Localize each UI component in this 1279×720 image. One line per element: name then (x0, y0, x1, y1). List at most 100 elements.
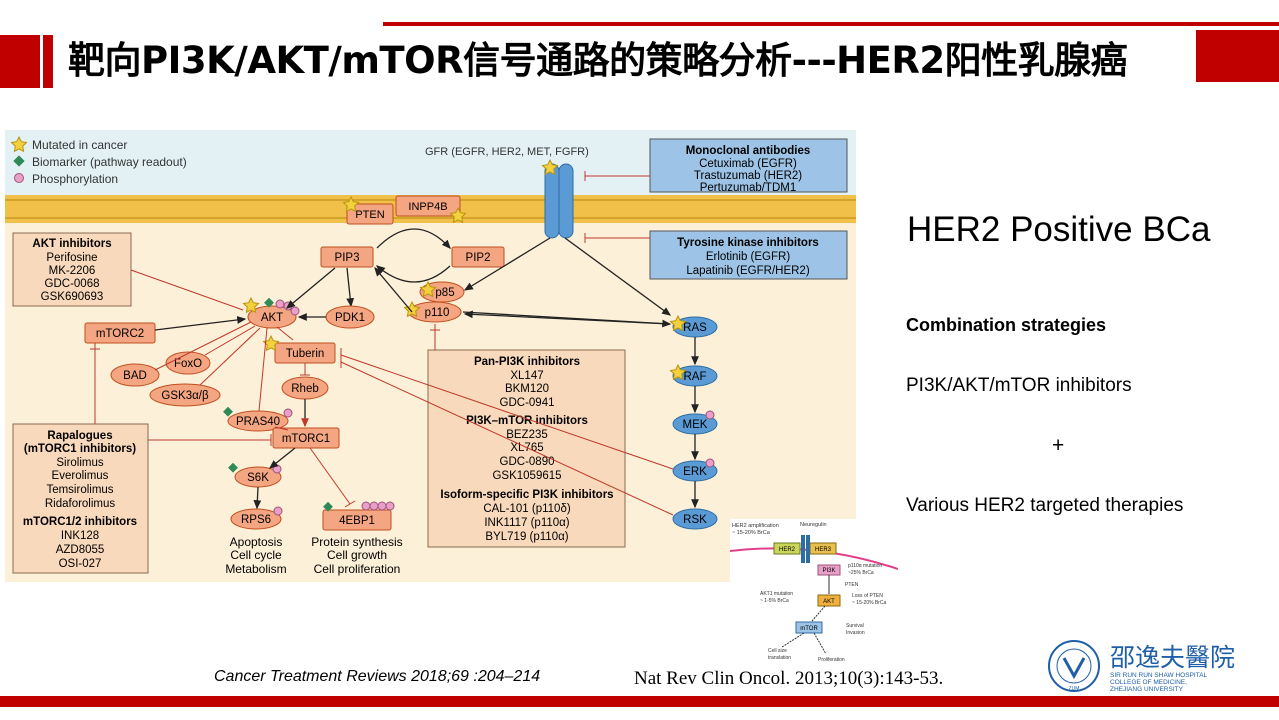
receptor-icon (541, 158, 574, 239)
node-ras-label: RAS (683, 322, 707, 334)
inset-text: PI3K (822, 568, 835, 574)
pi3k-mtor-title: PI3K–mTOR inhibitors (466, 415, 588, 427)
star-icon (10, 135, 28, 153)
logo-english-1: SIR RUN RUN SHAW HOSPITAL (1110, 672, 1208, 679)
star-icon (419, 280, 437, 298)
node-akt (247, 305, 297, 329)
isoform-item: INK1117 (p110α) (484, 517, 569, 529)
node-4ebp1 (322, 509, 392, 531)
node-inpp4b-label: INPP4B (408, 201, 447, 213)
rapalogue-item: Ridaforolimus (45, 498, 116, 510)
inset-text: Invasion (846, 630, 865, 636)
node-p110-label: p110 (425, 307, 450, 319)
legend-phospho: Phosphorylation (32, 172, 118, 186)
phospho-icon (361, 501, 371, 511)
node-pip3-label: PIP3 (335, 252, 360, 264)
node-bad (110, 363, 160, 387)
her2-inset-figure: HER2 amplification ~ 15-20% BrCa Neuregu… (730, 519, 898, 665)
star-icon (342, 195, 360, 213)
star-icon (669, 363, 687, 381)
node-pten (346, 203, 394, 225)
pi3k-item: BKM120 (505, 383, 549, 395)
inset-text: mTOR (800, 626, 818, 632)
node-pip3 (320, 246, 374, 268)
outcome-right: Cell proliferation (314, 562, 401, 576)
top-red-line (383, 22, 1279, 26)
inset-text: translation (768, 655, 791, 661)
phospho-icon (275, 299, 285, 309)
mtorc12-item: AZD8055 (56, 544, 105, 556)
inset-text: ~ 15-20% BrCa (732, 530, 771, 536)
her2-heading: HER2 Positive BCa (907, 210, 1211, 249)
node-pdk1-label: PDK1 (335, 312, 365, 324)
logo-english-3: ZHEJIANG UNIVERSITY (1110, 686, 1184, 693)
inset-text: PTEN (845, 582, 859, 588)
node-rsk-label: RSK (683, 514, 707, 526)
node-pras40 (227, 410, 289, 432)
inset-text: ~ 15-20% BrCa (852, 600, 887, 606)
inset-text: Neuregulin (800, 522, 827, 528)
node-bad-label: BAD (123, 370, 147, 382)
node-pip2-label: PIP2 (466, 252, 491, 264)
mtorc12-title: mTORC1/2 inhibitors (23, 516, 137, 528)
inset-text: Proliferation (818, 657, 845, 663)
pi3k-mtor-item: BEZ235 (506, 429, 548, 441)
reference-2: Nat Rev Clin Oncol. 2013;10(3):143-53. (634, 668, 944, 689)
left-red-bar (43, 35, 53, 88)
tki-item: Lapatinib (EGFR/HER2) (686, 265, 810, 277)
node-mtorc2 (84, 322, 156, 344)
mtorc12-item: INK128 (61, 530, 99, 542)
pi3k-title: Pan-PI3K inhibitors (474, 356, 580, 368)
legend-mutated: Mutated in cancer (32, 138, 127, 152)
akt-inhibitors-box (12, 232, 132, 307)
akt-inhibitor-item: GDC-0068 (45, 278, 100, 290)
left-red-block (0, 35, 40, 88)
plus-sign: + (1052, 434, 1065, 457)
akt-inhibitor-item: GSK690693 (41, 291, 104, 303)
inset-text: Cell size (768, 648, 787, 654)
inset-text: HER2 (779, 547, 796, 553)
legend-biomarker: Biomarker (pathway readout) (32, 155, 187, 169)
inset-text: AKT (823, 599, 835, 605)
node-foxo-label: FoxO (174, 358, 202, 370)
node-foxo (165, 351, 211, 375)
pi3k-inhibitors-box (427, 349, 626, 548)
node-gsk3-label: GSK3α/β (161, 390, 209, 402)
logo-chinese-name: 邵逸夫醫院 (1110, 643, 1235, 672)
reference-1: Cancer Treatment Reviews 2018;69 :204–21… (214, 668, 541, 685)
inset-mtor-box (795, 621, 823, 634)
node-rheb-label: Rheb (291, 383, 319, 395)
node-rsk (672, 508, 718, 530)
tki-title: Tyrosine kinase inhibitors (677, 237, 819, 249)
antibody-title: Monoclonal antibodies (686, 145, 811, 157)
pi3k-item: GDC-0941 (500, 397, 555, 409)
node-akt-label: AKT (261, 312, 283, 324)
node-4ebp1-label: 4EBP1 (339, 515, 375, 527)
inset-text: ~25% BrCa (848, 570, 874, 576)
inset-text: ~ 1-5% BrCa (760, 598, 789, 604)
inset-akt-box (817, 594, 841, 607)
phospho-icon (385, 501, 395, 511)
phospho-icon (705, 410, 715, 420)
phospho-icon (273, 506, 283, 516)
hospital-logo: ZUM 邵逸夫醫院 SIR RUN RUN SHAW HOSPITAL COLL… (1048, 640, 1235, 693)
mtorc12-item: OSI-027 (59, 558, 102, 570)
node-pras40-label: PRAS40 (236, 416, 280, 428)
isoform-title: Isoform-specific PI3K inhibitors (440, 489, 613, 501)
pi3k-mtor-item: GDC-0890 (500, 456, 555, 468)
rapalogues-title: Rapalogues (47, 430, 112, 442)
node-erk-label: ERK (683, 466, 707, 478)
phospho-icon (369, 501, 379, 511)
svg-text:ZUM: ZUM (1069, 686, 1080, 692)
tki-item: Erlotinib (EGFR) (706, 251, 791, 263)
isoform-item: BYL719 (p110α) (485, 531, 568, 543)
phospho-icon (377, 501, 387, 511)
star-icon (242, 296, 260, 314)
receptor-label: GFR (EGFR, HER2, MET, FGFR) (425, 146, 589, 158)
bottom-red-bar (0, 696, 1279, 707)
node-mtorc2-label: mTORC2 (96, 328, 144, 340)
rapalogue-item: Sirolimus (56, 457, 104, 469)
pi3k-item: XL147 (510, 370, 543, 382)
phospho-icon (705, 458, 715, 468)
